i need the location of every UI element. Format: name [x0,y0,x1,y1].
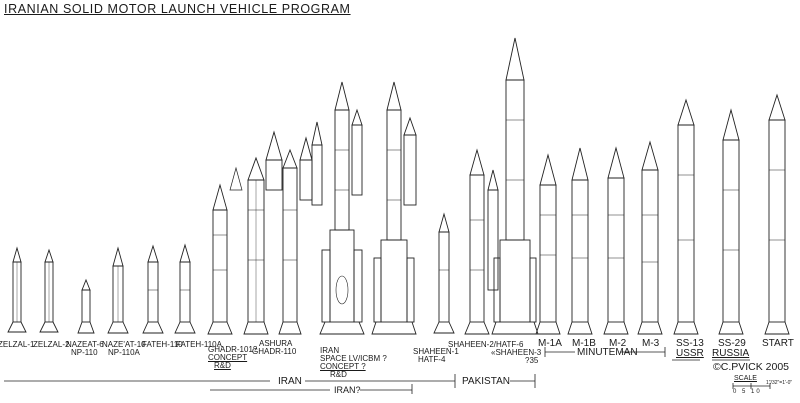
label-shaheen-1: SHAHEEN-1 [413,347,459,356]
rocket-m-1a [535,153,561,335]
label-ghadr-101: GHADR-101? [208,345,258,354]
label-np-110: NP-110 [71,348,98,357]
rocket-iran-space-lv [319,81,365,335]
rocket-fateh-110 [142,244,164,334]
label-ashura: ASHURA [259,339,293,348]
group-label-russia: RUSSIA [712,348,750,359]
label-fateh-110a: FATEH-110A [176,340,222,349]
rocket-nazeat-6 [77,278,95,334]
scale-value: 1"/32"=1'-0" [766,380,793,386]
label-rd-1: R&D [214,361,231,370]
label-concept-2: CONCEPT ? [320,362,366,371]
label-m-1b: M-1B [572,338,596,349]
label-shaheen-3: «SHAHEEN-3 [491,348,542,357]
scale-label: SCALE [734,375,757,382]
label-ss-13: SS-13 [676,338,704,349]
rocket-m-3 [637,140,663,335]
rocket-shaheen-2 [464,148,499,335]
group-brackets [4,347,750,394]
rocket-iran-space-lv-2 [371,81,417,335]
rocket-ss-29 [718,108,744,335]
rocket-ashura [243,156,269,335]
label-start: START [762,338,794,349]
scale-ticks: 0 5 10 [733,389,762,395]
scale-bar [732,383,771,389]
group-label-pakistan: PAKISTAN [462,376,510,387]
group-label-iran-q: IRAN? [334,385,361,395]
copyright-credit: ©C.PVICK 2005 [713,361,790,373]
rocket-zelzal-2 [39,248,59,333]
label-nazeat-10: NAZE'AT-10 [102,340,146,349]
label-concept: CONCEPT [208,353,248,362]
label-rd-2: R&D [330,370,347,379]
label-ss-29: SS-29 [718,338,746,349]
rocket-shaheen-1 [433,212,455,334]
rocket-fateh-110a [174,243,196,334]
label-ghadr-110: GHADR-110 [252,347,297,356]
label-zelzal-1: ZELZAL-1 [0,340,35,349]
rocket-m-1b [567,147,593,335]
label-iran: IRAN [320,346,340,355]
rocket-nazeat-10 [107,246,129,334]
label-hatf-4: HATF-4 [418,355,446,364]
label-nazeat-6: NAZEAT-6 [66,340,104,349]
label-shaheen-2: SHAHEEN-2/HATF-6 [448,340,524,349]
group-label-iran: IRAN [278,376,302,387]
rocket-ghadr-101 [207,166,243,335]
group-label-ussr: USSR [676,348,704,359]
rocket-zelzal-1 [7,246,27,333]
rocket-ss-13 [673,98,699,335]
label-zelzal-2: ZELZAL-2 [33,340,70,349]
label-m-1a: M-1A [538,338,562,349]
label-m-2: M-2 [609,338,627,349]
label-35: ?35 [525,356,539,365]
diagram-title: IRANIAN SOLID MOTOR LAUNCH VEHICLE PROGR… [4,2,351,16]
rocket-m-2 [603,146,629,335]
rocket-ghadr-110 [265,121,323,335]
label-np-110a: NP-110A [108,348,140,357]
group-label-minuteman: MINUTEMAN [577,347,638,358]
label-m-3: M-3 [642,338,660,349]
label-space-lv: SPACE LV/ICBM ? [320,354,387,363]
rocket-start [764,93,790,335]
label-fateh-110: FATEH-110 [142,340,183,349]
rocket-shaheen-3 [491,37,539,335]
